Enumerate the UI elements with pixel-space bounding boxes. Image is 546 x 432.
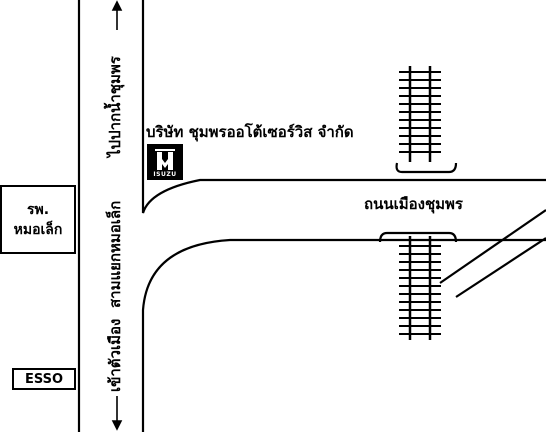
main-road-bottom-edge	[141, 238, 546, 432]
side-road-down-label: เข้าตัวเมือง	[106, 318, 124, 392]
railway-crossing-bracket-top	[395, 162, 458, 174]
logo-text: ISUZU	[153, 171, 177, 178]
gas-station-label: ESSO	[24, 371, 64, 387]
direction-arrows	[111, 0, 123, 431]
side-road-right-edge	[141, 0, 546, 214]
diagonal-road-line-lower	[455, 237, 546, 298]
hospital-box: รพ. หมอเล็ก	[0, 185, 76, 254]
junction-label: สามแยกหมอเล็ก	[106, 200, 124, 308]
diagonal-road-line-upper	[439, 209, 546, 284]
railway-track-upper	[399, 66, 441, 162]
main-road-label: ถนนเมืองชุมพร	[364, 195, 463, 213]
isuzu-logo: ISUZU	[147, 144, 183, 180]
railway-track-lower	[399, 236, 441, 340]
side-road-up-label: ไปปากน้ำชุมพร	[106, 56, 124, 157]
company-label: บริษัท ชุมพรออโต้เซอร์วิส จำกัด	[146, 123, 354, 141]
railway-crossing-bracket-bottom	[378, 231, 458, 243]
hospital-label-line1: รพ.	[26, 201, 50, 218]
gas-station-box: ESSO	[12, 368, 76, 390]
hospital-label-line2: หมอเล็ก	[13, 221, 63, 238]
